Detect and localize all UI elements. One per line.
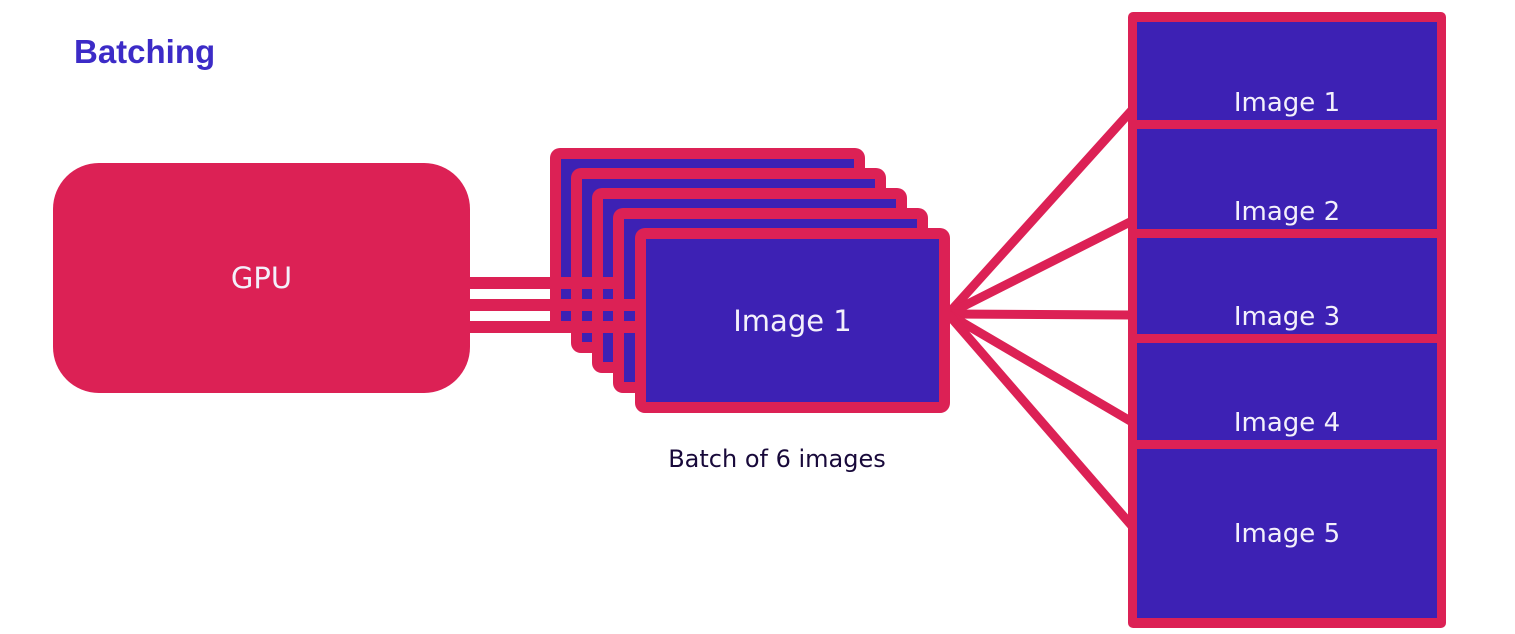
front-card-label: Image 1 xyxy=(733,303,852,338)
output-column: Image 1 Image 2 Image 3 Image 4 Image 5 xyxy=(1128,12,1446,628)
image-row: Image 3 xyxy=(1137,238,1437,334)
fanout-line-4 xyxy=(945,310,1135,426)
page-title: Batching xyxy=(74,33,216,70)
gpu-connection-line-2 xyxy=(464,299,641,311)
image-row-label: Image 5 xyxy=(1233,518,1341,549)
gpu-box: GPU xyxy=(53,163,470,393)
image-row: Image 5 xyxy=(1137,449,1437,618)
image-row: Image 1 xyxy=(1137,22,1437,120)
fanout-line-5 xyxy=(944,311,1136,529)
image-row: Image 4 xyxy=(1137,343,1437,440)
image-row: Image 2 xyxy=(1137,129,1437,229)
front-card: Image 1 xyxy=(635,228,950,413)
batch-caption: Batch of 6 images xyxy=(668,445,886,473)
fanout-line-3 xyxy=(947,309,1133,320)
fanout-line-2 xyxy=(945,216,1135,319)
fanout-line-1 xyxy=(944,106,1136,318)
gpu-label: GPU xyxy=(230,261,293,295)
image-row-label: Image 3 xyxy=(1233,302,1341,332)
gpu-connection-line-1 xyxy=(464,277,620,289)
image-row-label: Image 1 xyxy=(1233,88,1341,118)
image-row-label: Image 4 xyxy=(1233,408,1341,438)
gpu-connection-line-3 xyxy=(464,321,655,333)
image-row-label: Image 2 xyxy=(1233,197,1341,227)
